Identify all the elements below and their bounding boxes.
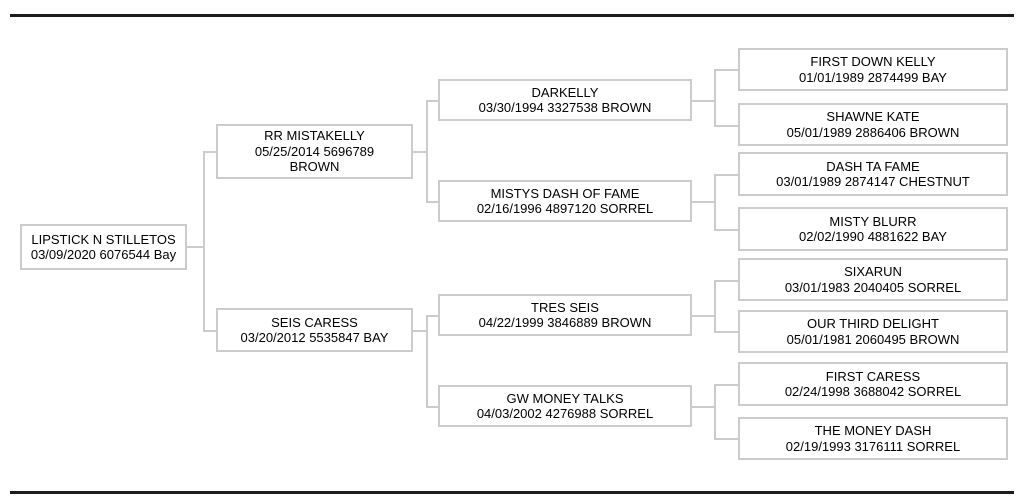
node-g3-1: MISTYS DASH OF FAME 02/16/1996 4897120 S…: [438, 180, 692, 222]
connector-h: [692, 315, 714, 317]
connector-h: [714, 438, 738, 440]
node-root: LIPSTICK N STILLETOS 03/09/2020 6076544 …: [20, 224, 187, 270]
connector-h: [714, 125, 738, 127]
horse-name: MISTY BLURR: [829, 213, 917, 229]
connector-v: [426, 315, 428, 408]
horse-name: TRES SEIS: [531, 299, 599, 315]
horse-name: GW MONEY TALKS: [506, 390, 624, 406]
connector-h: [203, 151, 216, 153]
horse-info: 02/24/1998 3688042 SORREL: [784, 384, 962, 399]
node-g4-1: SHAWNE KATE 05/01/1989 2886406 BROWN: [738, 103, 1008, 146]
node-g4-3: MISTY BLURR 02/02/1990 4881622 BAY: [738, 207, 1008, 251]
node-sire: RR MISTAKELLY 05/25/2014 5696789 BROWN: [216, 124, 413, 179]
horse-name: DASH TA FAME: [826, 158, 920, 174]
node-g3-0: DARKELLY 03/30/1994 3327538 BROWN: [438, 79, 692, 121]
horse-name: FIRST CARESS: [825, 368, 921, 384]
horse-info: 05/01/1981 2060495 BROWN: [786, 331, 960, 347]
connector-h: [692, 100, 714, 102]
node-g4-2: DASH TA FAME 03/01/1989 2874147 CHESTNUT: [738, 152, 1008, 196]
horse-info: 03/01/1989 2874147 CHESTNUT: [776, 174, 970, 189]
connector-v: [714, 384, 716, 440]
connector-h: [692, 201, 714, 203]
horse-info: 05/25/2014 5696789: [254, 143, 375, 159]
connector-h: [714, 174, 738, 176]
connector-h: [692, 406, 714, 408]
node-g3-2: TRES SEIS 04/22/1999 3846889 BROWN: [438, 294, 692, 336]
horse-info: 03/20/2012 5535847 BAY: [240, 330, 389, 345]
horse-name: SHAWNE KATE: [826, 109, 920, 124]
connector-h: [714, 384, 738, 386]
horse-info: 05/01/1989 2886406 BROWN: [786, 124, 960, 140]
horse-name: OUR THIRD DELIGHT: [807, 316, 939, 331]
connector-h: [714, 280, 738, 282]
node-g4-6: FIRST CARESS 02/24/1998 3688042 SORREL: [738, 362, 1008, 406]
connector-h: [714, 69, 738, 71]
horse-info: 02/19/1993 3176111 SORREL: [785, 438, 961, 454]
connector-h: [426, 406, 438, 408]
horse-name: SIXARUN: [844, 264, 902, 279]
connector-h: [187, 246, 203, 248]
top-rule: [10, 14, 1014, 17]
node-g4-4: SIXARUN 03/01/1983 2040405 SORREL: [738, 258, 1008, 301]
node-g3-3: GW MONEY TALKS 04/03/2002 4276988 SORREL: [438, 385, 692, 427]
horse-info: 02/16/1996 4897120 SORREL: [476, 201, 654, 216]
horse-name: LIPSTICK N STILLETOS: [31, 231, 176, 247]
connector-h: [426, 100, 438, 102]
horse-info: 04/03/2002 4276988 SORREL: [476, 406, 654, 421]
connector-v: [203, 151, 205, 332]
horse-name: FIRST DOWN KELLY: [810, 54, 936, 69]
horse-name: SEIS CARESS: [271, 314, 358, 330]
bottom-rule: [10, 491, 1014, 494]
horse-name: DARKELLY: [531, 84, 599, 100]
connector-h: [426, 201, 438, 203]
connector-v: [714, 174, 716, 231]
connector-h: [426, 315, 438, 317]
connector-h: [203, 330, 216, 332]
horse-name: MISTYS DASH OF FAME: [490, 185, 640, 201]
horse-info2: BROWN: [289, 159, 340, 175]
node-dam: SEIS CARESS 03/20/2012 5535847 BAY: [216, 308, 413, 352]
node-g4-5: OUR THIRD DELIGHT 05/01/1981 2060495 BRO…: [738, 310, 1008, 353]
node-g4-0: FIRST DOWN KELLY 01/01/1989 2874499 BAY: [738, 48, 1008, 91]
horse-info: 04/22/1999 3846889 BROWN: [478, 315, 652, 330]
horse-name: RR MISTAKELLY: [264, 128, 365, 144]
horse-info: 03/01/1983 2040405 SORREL: [784, 279, 962, 295]
connector-v: [714, 280, 716, 333]
connector-v: [426, 100, 428, 203]
horse-info: 01/01/1989 2874499 BAY: [799, 69, 947, 85]
connector-h: [714, 331, 738, 333]
connector-h: [413, 151, 426, 153]
horse-info: 03/09/2020 6076544 Bay: [30, 247, 177, 262]
node-g4-7: THE MONEY DASH 02/19/1993 3176111 SORREL: [738, 417, 1008, 460]
connector-h: [714, 229, 738, 231]
connector-v: [714, 69, 716, 127]
horse-info: 02/02/1990 4881622 BAY: [799, 229, 947, 244]
connector-h: [413, 330, 426, 332]
horse-info: 03/30/1994 3327538 BROWN: [478, 100, 652, 115]
horse-name: THE MONEY DASH: [814, 423, 932, 438]
